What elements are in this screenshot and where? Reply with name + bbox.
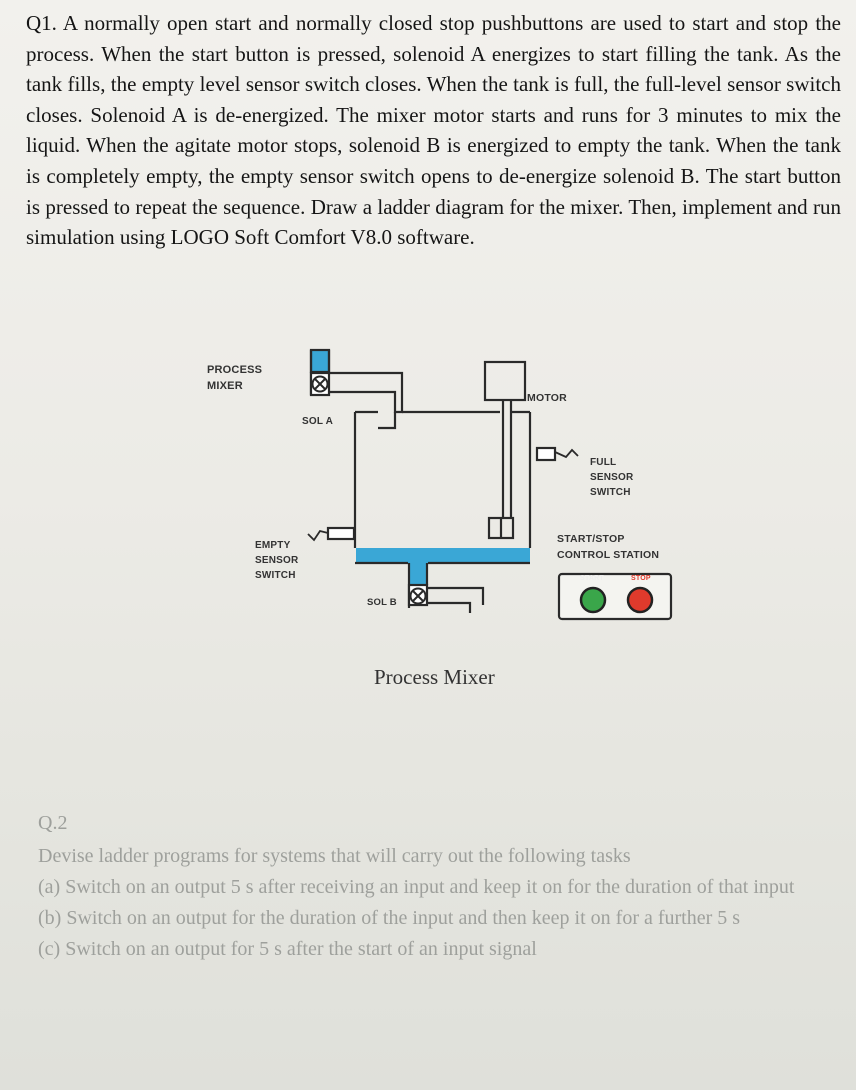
question-2-number: Q.2 <box>38 812 68 834</box>
empty-sensor-body <box>326 526 356 541</box>
tank-walls <box>353 412 532 548</box>
start-button[interactable] <box>579 586 607 614</box>
question-2-intro: Devise ladder programs for systems that … <box>38 845 631 867</box>
motor-label: MOTOR <box>527 392 567 404</box>
question-2-part-a: (a) Switch on an output 5 s after receiv… <box>38 876 795 898</box>
start-button-label: START <box>580 575 604 582</box>
control-station-label: START/STOP CONTROL STATION <box>557 533 660 561</box>
question-2-part-b: (b) Switch on an output for the duration… <box>38 907 741 929</box>
sol-a-label: SOL A <box>302 416 334 427</box>
full-sensor-label: FULL SENSOR SWITCH <box>590 457 634 498</box>
process-mixer-label: PROCESS MIXER <box>207 364 263 392</box>
outlet-liquid <box>409 563 427 585</box>
inlet-liquid <box>309 348 331 374</box>
empty-sensor-label: EMPTY SENSOR SWITCH <box>255 540 299 581</box>
question-2-part-c: (c) Switch on an output for 5 s after th… <box>38 938 537 960</box>
question-2: Q.2 Devise ladder programs for systems t… <box>38 808 808 965</box>
control-station-box <box>557 572 673 621</box>
process-mixer-diagram <box>307 348 673 621</box>
stop-button-label: STOP <box>631 575 651 582</box>
sol-b-label: SOL B <box>367 597 397 608</box>
figure-caption: Process Mixer <box>374 665 495 689</box>
motor-box <box>483 360 527 402</box>
full-sensor-body <box>535 446 557 462</box>
question-1-text: Q1. A normally open start and normally c… <box>26 11 841 250</box>
stop-button[interactable] <box>626 586 654 614</box>
tank-liquid <box>356 548 530 563</box>
agitator-shaft <box>501 400 513 518</box>
